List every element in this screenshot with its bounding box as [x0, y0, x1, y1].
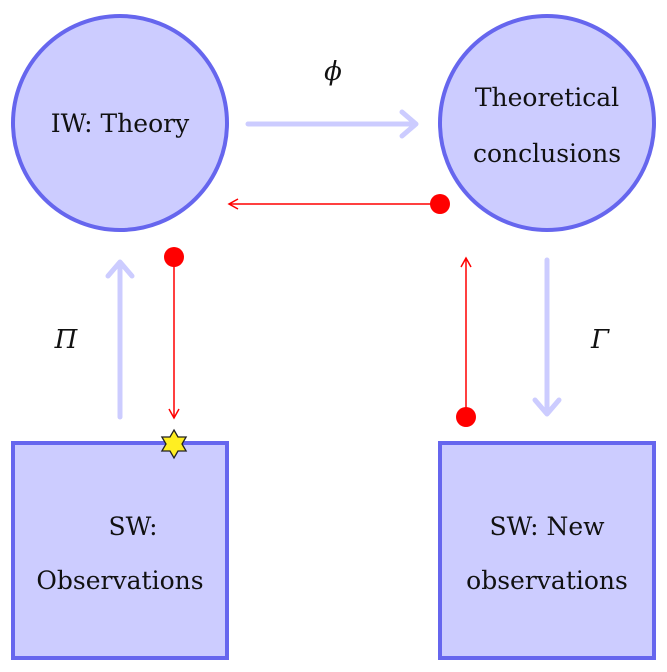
- feedback-start-dot: [456, 407, 476, 427]
- pi-arrow: [105, 259, 135, 420]
- theory-node: [11, 14, 229, 232]
- conclusions-label-line1: Theoretical: [475, 83, 619, 112]
- feedback-arrow-new-observations-to-conclusions: [456, 256, 476, 427]
- gamma-arrow: [532, 257, 562, 417]
- star-icon: [160, 428, 188, 460]
- feedback-start-dot: [430, 194, 450, 214]
- phi-label: ϕ: [324, 57, 342, 87]
- observations-node: [11, 441, 229, 660]
- observations-label-line1: SW:: [108, 512, 157, 541]
- phi-arrow: [245, 109, 419, 139]
- conclusions-node: [438, 14, 656, 232]
- gamma-label: Γ: [590, 325, 610, 355]
- new-observations-node: [438, 441, 656, 660]
- theory-label: IW: Theory: [51, 109, 190, 138]
- pi-label: Π: [54, 325, 79, 355]
- feedback-arrow-conclusions-to-theory: [227, 194, 450, 214]
- observations-label-line2: Observations: [36, 566, 203, 595]
- conclusions-label-line2: conclusions: [473, 139, 621, 168]
- feedback-arrow-theory-to-observations: [164, 247, 184, 420]
- new-observations-label-line1: SW: New: [489, 512, 605, 541]
- feedback-start-dot: [164, 247, 184, 267]
- new-observations-label-line2: observations: [466, 566, 628, 595]
